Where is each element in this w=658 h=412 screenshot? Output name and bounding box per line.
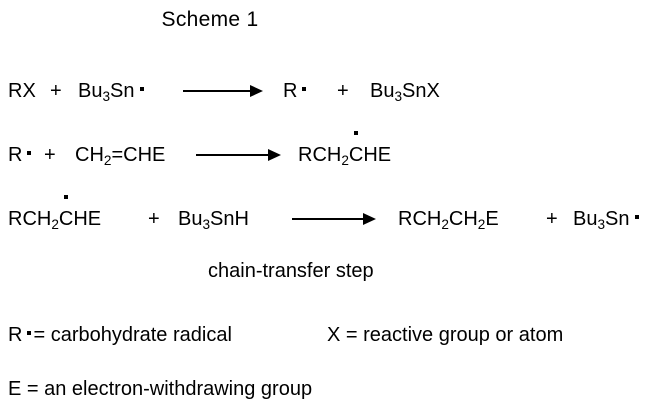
page-title: Scheme 1 [161,8,259,31]
plus-operator: + [546,208,558,230]
plus-operator: + [44,144,56,166]
plus-operator: + [50,80,62,102]
subscript: 2 [441,216,449,232]
reaction-line-initiation: RX + Bu3Sn R + Bu3SnX [0,78,658,122]
radical-dot-icon [27,151,32,155]
legend-e-definition: E = an electron-withdrawing group [8,378,313,400]
arrow-head [268,149,281,161]
subscript: 2 [341,152,349,168]
species-alkene: CH2=CHE [75,144,166,168]
reaction-line-addition: R + CH2=CHE RCH2CHE [0,131,658,186]
subscript: 3 [597,216,606,232]
subscript: 3 [394,88,403,104]
plus-operator: + [148,208,160,230]
species-carbon-radical: R [283,78,308,104]
reaction-arrow [292,213,377,225]
radical-dot-icon [302,87,307,91]
species-saturated-product: RCH2CH2E [398,208,499,232]
subscript: 2 [477,216,486,232]
species-tributyltin-radical: Bu3Sn [573,206,641,232]
radical-carbon: C [348,131,364,166]
subscript: 3 [102,88,111,104]
species-rx: RX [8,80,36,102]
radical-dot-icon [27,331,32,335]
subscript: 2 [103,152,112,168]
species-carbon-radical: R [8,142,33,168]
plus-operator: + [337,80,349,102]
subscript: 2 [51,216,59,232]
species-tributyltin-radical: Bu3Sn [78,78,146,104]
legend-x-definition: X = reactive group or atom [327,324,564,346]
species-adduct-radical: RCH2CHE [298,131,392,168]
species-tributyltin-halide: Bu3SnX [370,80,440,104]
arrow-head [250,85,263,97]
subscript: 3 [202,216,211,232]
reaction-line-chain-transfer: RCH2CHE + Bu3SnH RCH2CH2E + Bu3Sn [0,195,658,250]
step-caption: chain-transfer step [208,260,374,282]
radical-dot-icon [139,87,144,91]
arrow-shaft [292,218,364,220]
arrow-shaft [196,154,269,156]
radical-dot-icon [634,215,639,219]
arrow-shaft [183,90,251,92]
species-tributyltin-hydride: Bu3SnH [178,208,249,232]
reaction-arrow [183,85,263,97]
radical-carbon: C [58,195,74,230]
reaction-arrow [196,149,282,161]
species-adduct-radical: RCH2CHE [8,195,102,232]
arrow-head [363,213,376,225]
legend-radical-definition: R= carbohydrate radical [8,324,232,346]
